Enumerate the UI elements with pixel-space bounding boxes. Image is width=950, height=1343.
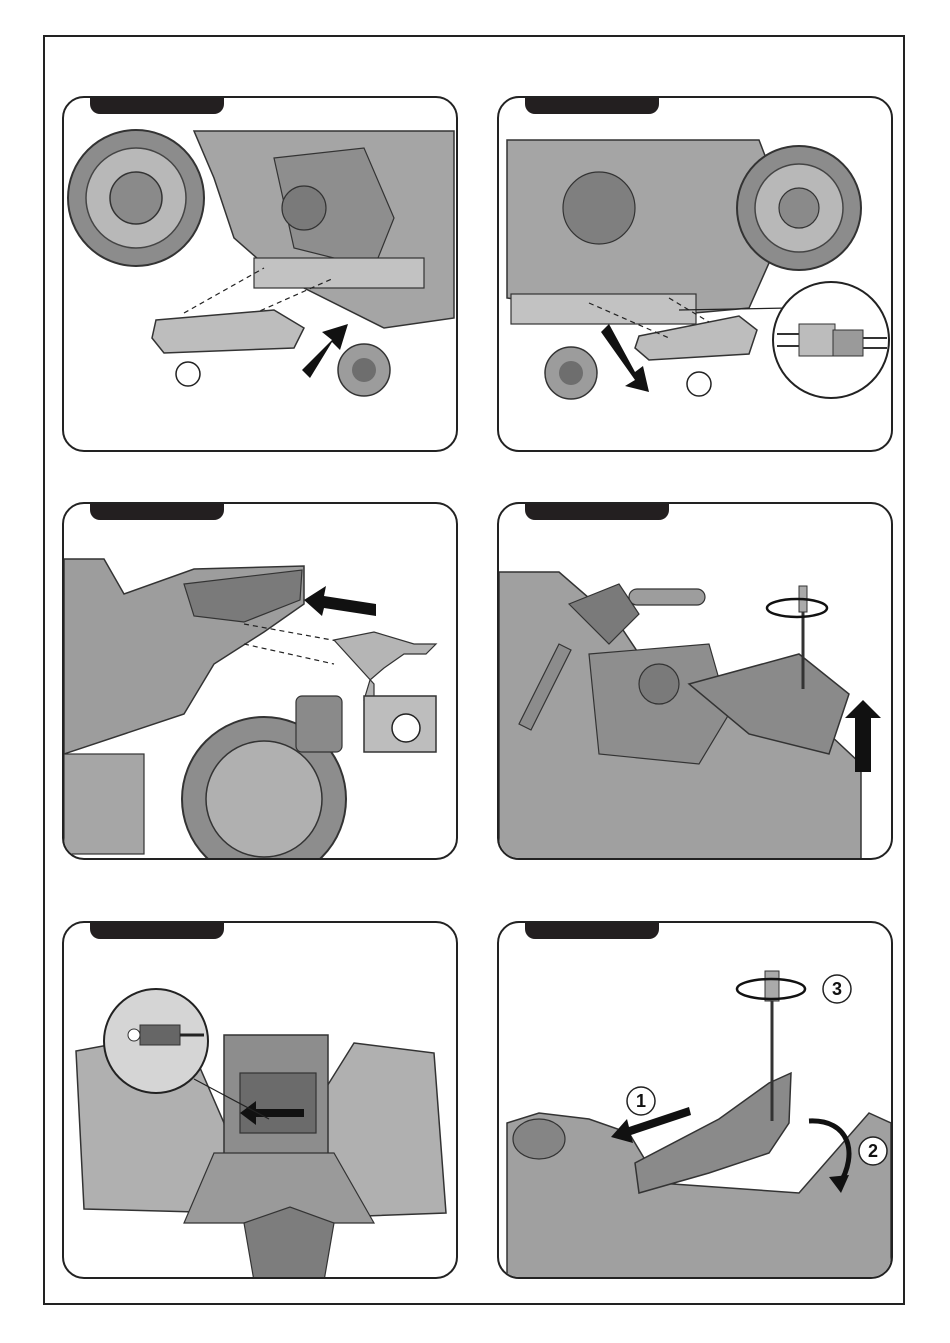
step-panel-6: 1 2 3 xyxy=(497,921,893,1279)
callout-2: 2 xyxy=(868,1141,878,1161)
battery-connection-illustration xyxy=(64,923,458,1279)
step-tab-2 xyxy=(525,96,659,114)
step-panel-3 xyxy=(62,502,458,860)
step-tab-1 xyxy=(90,96,224,114)
step-tab-4 xyxy=(525,502,669,520)
callout-1: 1 xyxy=(636,1091,646,1111)
footrest-assembly-illustration-left xyxy=(64,98,458,452)
step-panel-1 xyxy=(62,96,458,452)
step-panel-4 xyxy=(497,502,893,860)
step-panel-5 xyxy=(62,921,458,1279)
footrest-assembly-illustration-right xyxy=(499,98,893,452)
callout-3: 3 xyxy=(832,979,842,999)
license-plate-assembly-illustration xyxy=(64,504,458,860)
step-tab-5 xyxy=(90,921,224,939)
step-panel-2 xyxy=(497,96,893,452)
step-tab-3 xyxy=(90,502,224,520)
step-tab-6 xyxy=(525,921,659,939)
seat-installation-illustration: 1 2 3 xyxy=(499,923,893,1279)
seat-removal-illustration xyxy=(499,504,893,860)
